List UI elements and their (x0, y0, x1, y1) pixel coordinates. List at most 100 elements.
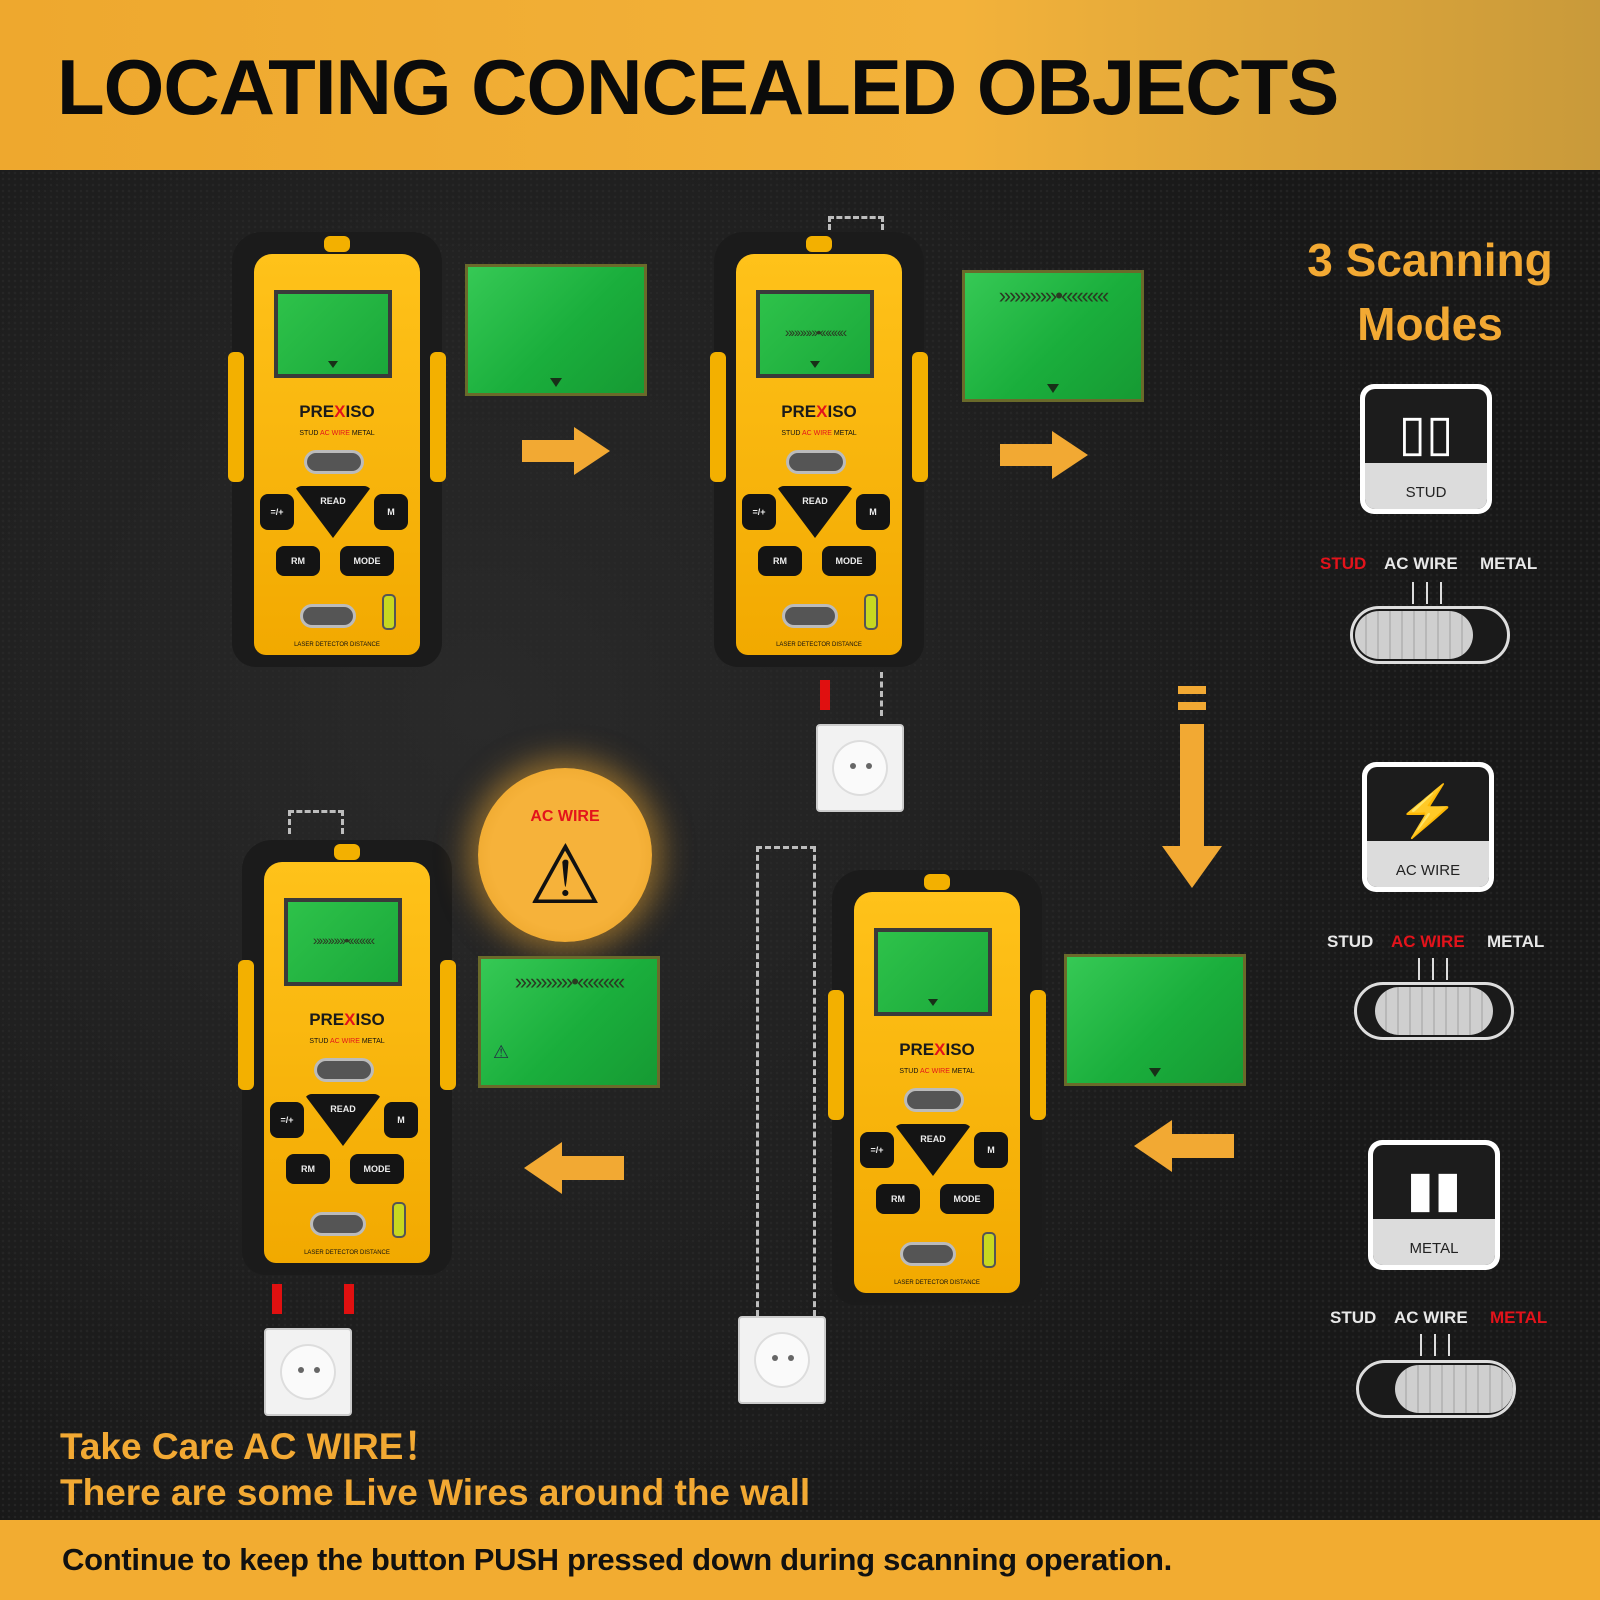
triangle-icon (810, 361, 820, 368)
lcd-zoom-2: »»»»»›•‹«««« (962, 270, 1144, 402)
switch-tick (1426, 582, 1428, 604)
read-button[interactable]: READ (776, 486, 854, 538)
switch-tick (1448, 1334, 1450, 1356)
read-button[interactable]: READ (304, 1094, 382, 1146)
wire-red-mark (344, 1284, 354, 1314)
switch-tick (1420, 1334, 1422, 1356)
function-switch[interactable] (782, 604, 838, 628)
function-labels: LASER DETECTOR DISTANCE (304, 1250, 390, 1256)
signal-wave-icon: »»»»»›•‹«««« (998, 283, 1109, 308)
modes-title: 3 Scanning Modes (1307, 234, 1553, 350)
arrow-right-icon (522, 440, 574, 462)
warning-note: Take Care AC WIRE！ There are some Live W… (60, 1426, 811, 1513)
plus-button[interactable]: =/+ (742, 494, 776, 530)
high-voltage-icon: ⚠ (528, 830, 602, 921)
signal-wave-icon: »»»»»›•‹«««« (514, 969, 625, 994)
mode-button[interactable]: MODE (822, 546, 876, 576)
plus-button[interactable]: =/+ (860, 1132, 894, 1168)
mode-button[interactable]: MODE (350, 1154, 404, 1184)
switch-tick (1432, 958, 1434, 980)
function-labels: LASER DETECTOR DISTANCE (294, 642, 380, 648)
arrow-down-icon (1178, 702, 1206, 710)
read-button[interactable]: READ (294, 486, 372, 538)
switch-tick (1440, 582, 1442, 604)
switch-tick (1446, 958, 1448, 980)
signal-wave-icon: »»»»»›•‹«««« (312, 932, 375, 948)
m-button[interactable]: M (856, 494, 890, 530)
brand-logo: PREXISO (899, 1040, 975, 1059)
mode-button[interactable]: MODE (340, 546, 394, 576)
triangle-icon (1149, 1068, 1161, 1077)
lightning-icon: ⚡ (1396, 783, 1460, 839)
detector-device-2: »»»»»›•‹«««« PREXISO STUD AC WIRE METAL … (710, 232, 928, 667)
arrow-right-icon (1000, 444, 1052, 466)
detector-device-1: PREXISO STUD AC WIRE METAL READ =/+ M RM… (228, 232, 446, 667)
arrow-left-icon (1170, 1134, 1234, 1158)
rm-button[interactable]: RM (286, 1154, 330, 1184)
m-button[interactable]: M (384, 1102, 418, 1138)
mode-labels: STUD AC WIRE METAL (299, 430, 375, 437)
triangle-icon (928, 999, 938, 1006)
mode-switch[interactable] (904, 1088, 964, 1112)
triangle-icon (550, 378, 562, 387)
mode-labels: STUD AC WIRE METAL (781, 430, 857, 437)
mode-card-ac-wire: ⚡AC WIRE (1362, 762, 1494, 892)
rm-button[interactable]: RM (276, 546, 320, 576)
detector-device-3: »»»»»›•‹«««« PREXISO STUD AC WIRE METAL … (238, 840, 456, 1275)
mode-switch-metal[interactable] (1356, 1360, 1516, 1418)
stud-icon: ▯▯ (1398, 405, 1454, 461)
function-switch[interactable] (300, 604, 356, 628)
wire-loop (756, 846, 816, 1316)
wall-outlet (738, 1316, 826, 1404)
mode-switch-stud[interactable] (1350, 606, 1510, 664)
triangle-icon (1047, 384, 1059, 393)
mode-button[interactable]: MODE (940, 1184, 994, 1214)
rm-button[interactable]: RM (758, 546, 802, 576)
switch-tick (1418, 958, 1420, 980)
lcd-zoom-1 (465, 264, 647, 396)
m-button[interactable]: M (374, 494, 408, 530)
ac-wire-warning-bubble: AC WIRE ⚠ (478, 768, 652, 942)
lcd-zoom-4 (1064, 954, 1246, 1086)
mode-labels: STUD AC WIRE METAL (309, 1038, 385, 1045)
plus-button[interactable]: =/+ (270, 1102, 304, 1138)
device-lcd: »»»»»›•‹«««« (756, 290, 874, 378)
brand-logo: PREXISO (781, 402, 857, 421)
arrow-right-icon-head (574, 427, 610, 475)
brand-logo: PREXISO (299, 402, 375, 421)
function-labels: LASER DETECTOR DISTANCE (776, 642, 862, 648)
footer-instruction: Continue to keep the button PUSH pressed… (62, 1542, 1172, 1577)
mode-switch[interactable] (304, 450, 364, 474)
device-lcd (874, 928, 992, 1016)
signal-wave-icon: »»»»»›•‹«««« (784, 324, 847, 340)
arrow-left-icon-head (524, 1142, 562, 1194)
switch-tick (1412, 582, 1414, 604)
metal-icon: ▮▮ (1406, 1161, 1462, 1217)
arrow-right-icon-head (1052, 431, 1088, 479)
level-vial (982, 1232, 996, 1268)
mode-switch[interactable] (786, 450, 846, 474)
wire-red-mark (272, 1284, 282, 1314)
read-button[interactable]: READ (894, 1124, 972, 1176)
page-title: LOCATING CONCEALED OBJECTS (57, 43, 1339, 131)
wire-top-2 (828, 216, 884, 238)
footer-banner: Continue to keep the button PUSH pressed… (0, 1520, 1600, 1600)
rm-button[interactable]: RM (876, 1184, 920, 1214)
level-vial (864, 594, 878, 630)
arrow-down-icon-head (1162, 846, 1222, 888)
mode-switch[interactable] (314, 1058, 374, 1082)
arrow-left-icon-head (1134, 1120, 1172, 1172)
function-switch[interactable] (310, 1212, 366, 1236)
plus-button[interactable]: =/+ (260, 494, 294, 530)
function-switch[interactable] (900, 1242, 956, 1266)
arrow-down-icon (1180, 724, 1204, 850)
triangle-icon (328, 361, 338, 368)
function-labels: LASER DETECTOR DISTANCE (894, 1280, 980, 1286)
wall-outlet (816, 724, 904, 812)
level-vial (382, 594, 396, 630)
mode-switch-ac-wire[interactable] (1354, 982, 1514, 1040)
arrow-down-icon (1178, 686, 1206, 694)
m-button[interactable]: M (974, 1132, 1008, 1168)
warning-icon: ⚠ (493, 1042, 510, 1062)
wall-outlet (264, 1328, 352, 1416)
